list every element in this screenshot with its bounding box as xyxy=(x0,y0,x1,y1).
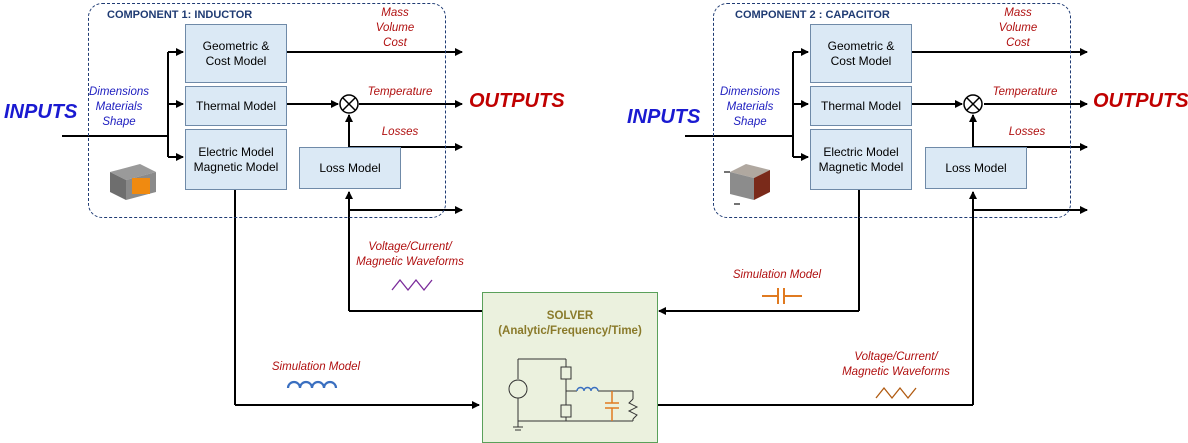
inductor-coil-icon xyxy=(286,380,338,389)
component2-electric-magnetic-model: Electric Model Magnetic Model xyxy=(810,129,912,190)
component2-loss-model: Loss Model xyxy=(925,147,1027,189)
solver-box: SOLVER (Analytic/Frequency/Time) xyxy=(482,292,658,443)
component1-outputs-label: OUTPUTS xyxy=(469,90,565,112)
component2-outputs-label: OUTPUTS xyxy=(1093,90,1188,112)
solver-subtitle: (Analytic/Frequency/Time) xyxy=(498,325,642,337)
component2-title: COMPONENT 2 : CAPACITOR xyxy=(735,9,890,21)
waveforms-label-right: Voltage/Current/ Magnetic Waveforms xyxy=(842,351,950,378)
component1-mass-volume-cost-label: Mass Volume Cost xyxy=(375,7,415,49)
capacitor-symbol-icon xyxy=(762,288,802,304)
component1-input-params: Dimensions Materials Shape xyxy=(88,86,150,128)
component1-frame xyxy=(88,3,446,218)
waveform-icon-right xyxy=(875,386,917,400)
component2-thermal-model: Thermal Model xyxy=(810,86,912,126)
component1-inputs-label: INPUTS xyxy=(4,101,78,123)
component2-input-params: Dimensions Materials Shape xyxy=(719,86,781,128)
simulation-model-label-right: Simulation Model xyxy=(732,269,822,281)
component2-mass-volume-cost-label: Mass Volume Cost xyxy=(998,7,1038,49)
solver-title: SOLVER xyxy=(546,310,594,322)
summing-junction-1 xyxy=(339,94,359,114)
component2-inputs-label: INPUTS xyxy=(627,106,701,128)
inductor-component-icon xyxy=(110,164,156,200)
simulation-model-label-left: Simulation Model xyxy=(271,361,361,373)
component2-temperature-label: Temperature xyxy=(992,86,1058,98)
component1-thermal-model: Thermal Model xyxy=(185,86,287,126)
component1-electric-magnetic-model: Electric Model Magnetic Model xyxy=(185,129,287,190)
component1-title: COMPONENT 1: INDUCTOR xyxy=(107,9,253,21)
component2-geometric-cost-model: Geometric & Cost Model xyxy=(810,24,912,83)
component1-geometric-cost-model: Geometric & Cost Model xyxy=(185,24,287,83)
solver-circuit-schematic xyxy=(508,358,639,431)
waveforms-label-left: Voltage/Current/ Magnetic Waveforms xyxy=(356,241,464,268)
waveform-icon-left xyxy=(391,278,433,292)
capacitor-component-icon xyxy=(724,164,770,205)
summing-junction-2 xyxy=(963,94,983,114)
component2-frame xyxy=(713,3,1071,218)
component1-losses-label: Losses xyxy=(381,126,419,138)
component1-temperature-label: Temperature xyxy=(367,86,433,98)
component2-losses-label: Losses xyxy=(1008,126,1046,138)
component1-loss-model: Loss Model xyxy=(299,147,401,189)
